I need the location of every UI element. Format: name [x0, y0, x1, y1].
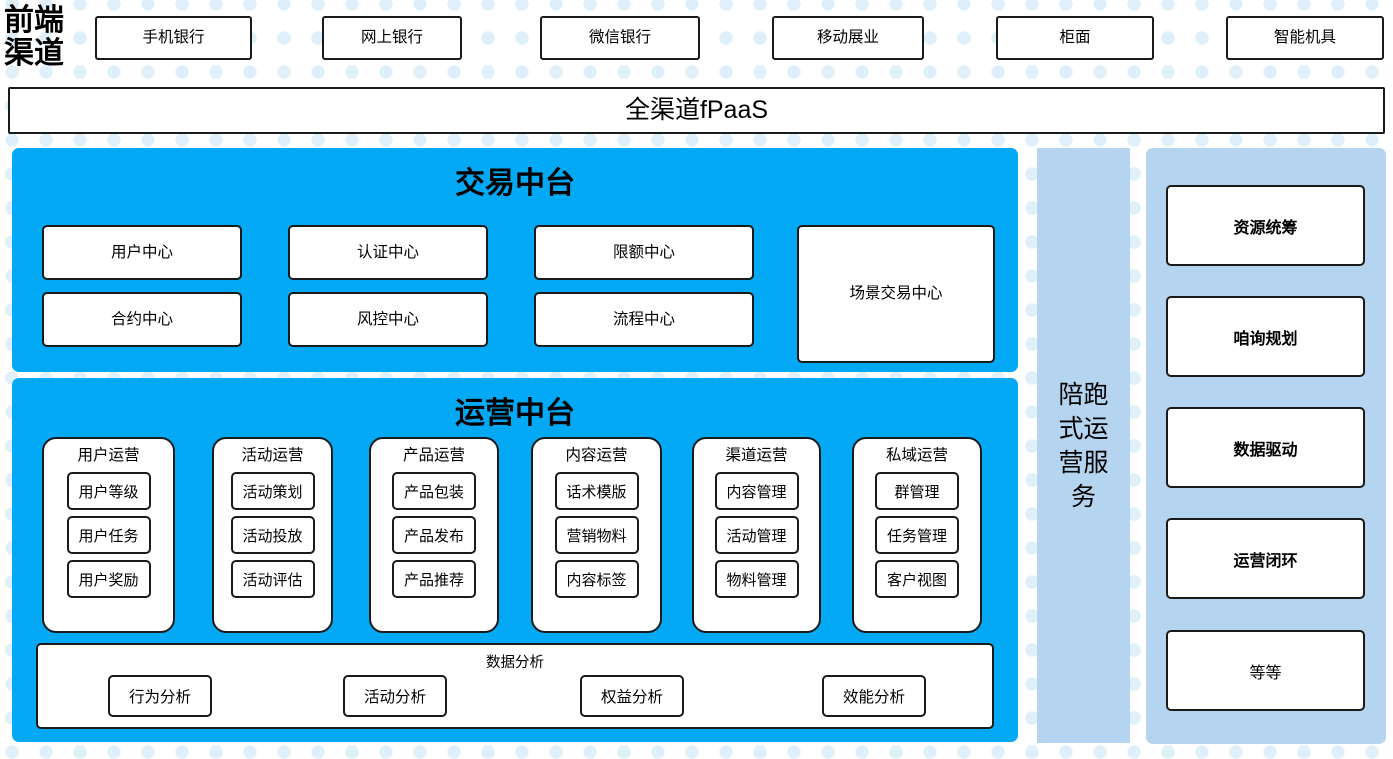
- service-card-1[interactable]: 咱询规划: [1166, 296, 1365, 377]
- ops-item-2-1[interactable]: 产品发布: [392, 516, 476, 554]
- ops-column-0: 用户运营用户等级用户任务用户奖励: [42, 437, 175, 633]
- ops-item-0-1[interactable]: 用户任务: [66, 516, 151, 554]
- ops-item-1-1[interactable]: 活动投放: [230, 516, 315, 554]
- accompanying-service-label: 陪跑式运营服务: [1058, 380, 1109, 511]
- ops-item-1-2[interactable]: 活动评估: [230, 560, 315, 598]
- ops-column-title-5: 私域运营: [885, 447, 948, 464]
- transaction-box-0[interactable]: 用户中心: [42, 225, 242, 280]
- ops-item-5-0[interactable]: 群管理: [875, 472, 959, 510]
- transaction-box-3[interactable]: 合约中心: [42, 292, 242, 347]
- data-analysis-item-3[interactable]: 效能分析: [822, 675, 926, 717]
- service-card-4[interactable]: 等等: [1166, 630, 1365, 711]
- ops-column-4: 渠道运营内容管理活动管理物料管理: [692, 437, 821, 633]
- channel-box-1[interactable]: 网上银行: [322, 16, 462, 60]
- ops-item-0-0[interactable]: 用户等级: [66, 472, 151, 510]
- data-analysis-title: 数据分析: [486, 655, 544, 671]
- transaction-box-2[interactable]: 限额中心: [534, 225, 754, 280]
- ops-item-2-0[interactable]: 产品包装: [392, 472, 476, 510]
- channel-box-3[interactable]: 移动展业: [772, 16, 924, 60]
- service-card-2[interactable]: 数据驱动: [1166, 407, 1365, 488]
- transaction-box-5[interactable]: 流程中心: [534, 292, 754, 347]
- scene-transaction-center-box[interactable]: 场景交易中心: [797, 225, 995, 363]
- data-analysis-item-1[interactable]: 活动分析: [343, 675, 447, 717]
- service-capability-column: 资源统筹咱询规划数据驱动运营闭环等等: [1146, 148, 1386, 744]
- ops-column-title-0: 用户运营: [77, 447, 140, 464]
- channel-box-5[interactable]: 智能机具: [1226, 16, 1384, 60]
- channel-box-2[interactable]: 微信银行: [540, 16, 700, 60]
- operations-platform-title: 运营中台: [455, 397, 575, 430]
- ops-column-5: 私域运营群管理任务管理客户视图: [852, 437, 982, 633]
- service-card-3[interactable]: 运营闭环: [1166, 518, 1365, 599]
- omnichannel-fpaas-bar[interactable]: 全渠道fPaaS: [8, 87, 1385, 134]
- ops-item-4-1[interactable]: 活动管理: [714, 516, 799, 554]
- transaction-platform-title: 交易中台: [455, 167, 575, 200]
- ops-item-3-1[interactable]: 营销物料: [554, 516, 639, 554]
- ops-item-5-1[interactable]: 任务管理: [875, 516, 959, 554]
- ops-item-2-2[interactable]: 产品推荐: [392, 560, 476, 598]
- service-card-0[interactable]: 资源统筹: [1166, 185, 1365, 266]
- ops-item-5-2[interactable]: 客户视图: [875, 560, 959, 598]
- ops-column-title-3: 内容运营: [565, 447, 628, 464]
- ops-column-title-4: 渠道运营: [725, 447, 788, 464]
- ops-item-3-0[interactable]: 话术模版: [554, 472, 639, 510]
- ops-column-1: 活动运营活动策划活动投放活动评估: [212, 437, 333, 633]
- channel-box-0[interactable]: 手机银行: [95, 16, 252, 60]
- ops-item-4-2[interactable]: 物料管理: [714, 560, 799, 598]
- ops-column-title-2: 产品运营: [402, 447, 465, 464]
- transaction-box-1[interactable]: 认证中心: [288, 225, 488, 280]
- ops-item-0-2[interactable]: 用户奖励: [66, 560, 151, 598]
- transaction-box-4[interactable]: 风控中心: [288, 292, 488, 347]
- ops-item-3-2[interactable]: 内容标签: [554, 560, 639, 598]
- ops-column-3: 内容运营话术模版营销物料内容标签: [531, 437, 662, 633]
- data-analysis-item-2[interactable]: 权益分析: [580, 675, 684, 717]
- data-analysis-item-0[interactable]: 行为分析: [108, 675, 212, 717]
- ops-item-4-0[interactable]: 内容管理: [714, 472, 799, 510]
- front-end-channel-label: 前端 渠道: [4, 4, 64, 70]
- ops-item-1-0[interactable]: 活动策划: [230, 472, 315, 510]
- accompanying-service-column: 陪跑式运营服务: [1037, 148, 1130, 743]
- channel-box-4[interactable]: 柜面: [996, 16, 1154, 60]
- ops-column-2: 产品运营产品包装产品发布产品推荐: [369, 437, 499, 633]
- ops-column-title-1: 活动运营: [241, 447, 304, 464]
